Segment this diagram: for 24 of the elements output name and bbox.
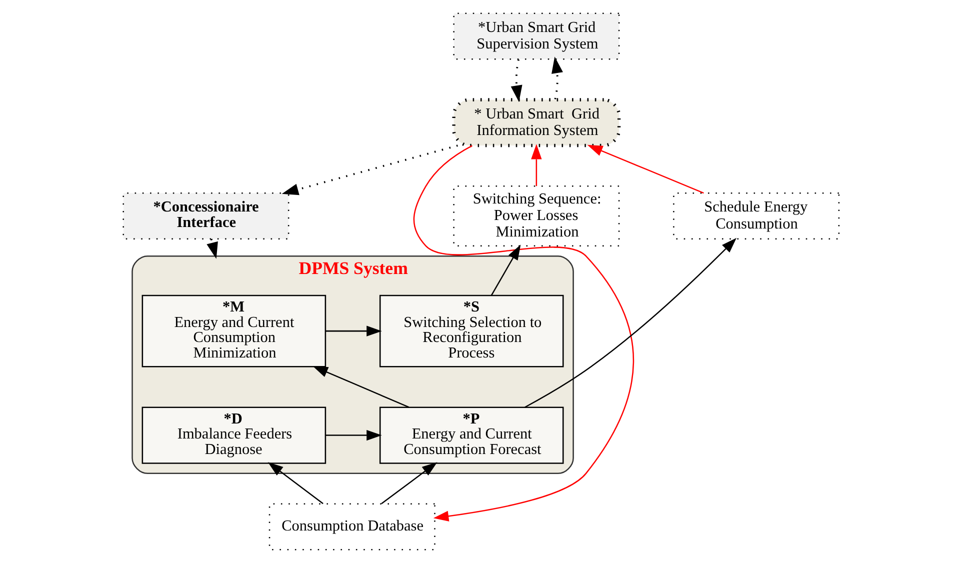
node-box: *P Energy and Current Consumption Forecast	[378, 406, 564, 464]
node-box: Consumption Database	[268, 503, 435, 550]
node-box: *Urban Smart Grid Supervision System	[452, 12, 620, 60]
arrow	[325, 430, 382, 441]
arrow	[325, 326, 382, 336]
arrow	[530, 144, 542, 186]
node-box: *S Switching Selection to Reconfiguration Process	[378, 294, 564, 368]
arrow	[206, 238, 218, 259]
arrow	[412, 145, 634, 522]
node-box: Switching Sequence: Power Losses Minimization	[452, 186, 620, 247]
arrow	[380, 462, 437, 504]
arrow	[281, 144, 458, 196]
arrow	[524, 238, 736, 408]
node-box: Schedule Energy Consumption	[672, 192, 840, 240]
node-box: * Urban Smart Grid Information System	[452, 98, 620, 148]
arrow	[586, 144, 704, 194]
arrow	[510, 59, 522, 102]
arrow	[551, 56, 562, 100]
arrow	[267, 462, 323, 504]
node-box: *D Imbalance Feeders Diagnose	[141, 406, 326, 464]
node-box: *Concessionaire Interface	[122, 192, 289, 240]
node-box: *M Energy and Current Consumption Minimization	[141, 294, 326, 368]
arrow	[312, 366, 409, 408]
arrow	[490, 244, 520, 296]
